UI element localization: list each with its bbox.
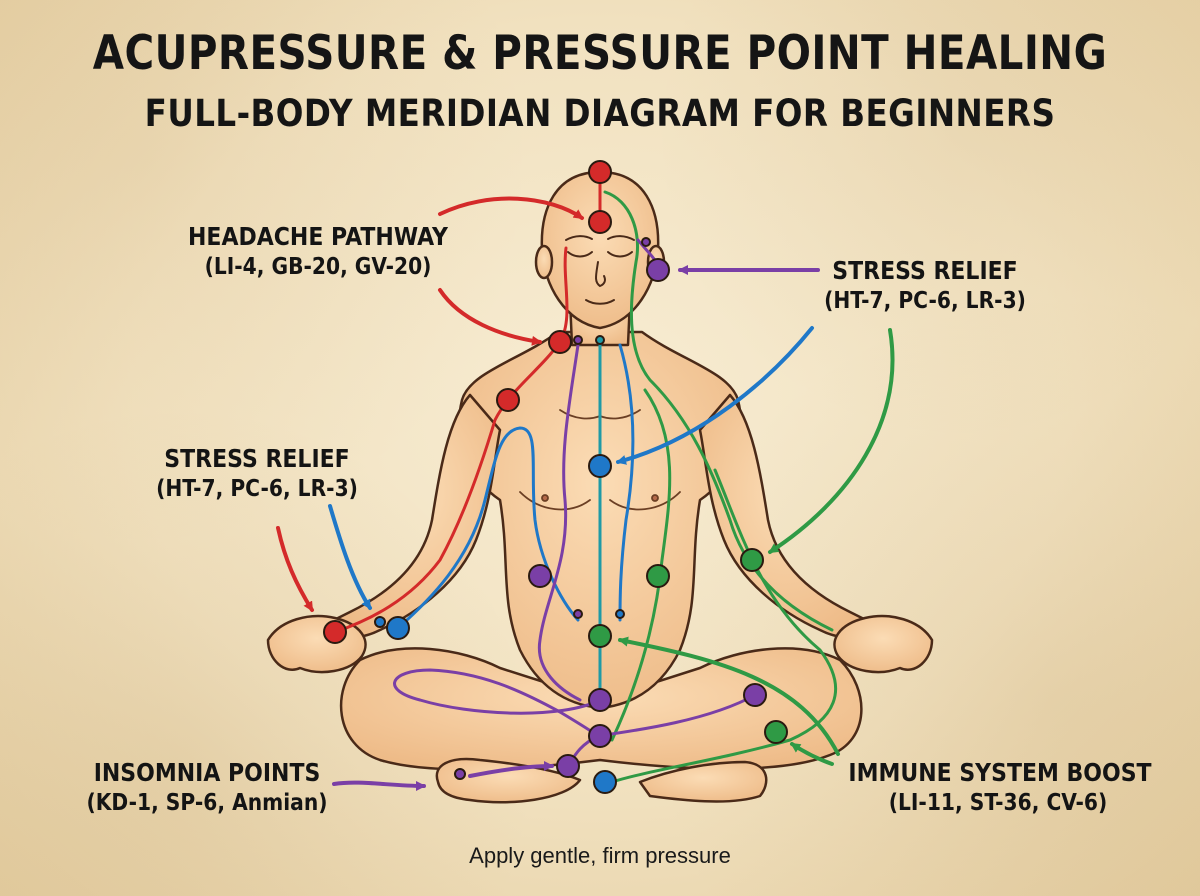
callout-arrows bbox=[276, 196, 895, 791]
point-anmian bbox=[646, 258, 670, 282]
point-shoulder-red bbox=[496, 388, 520, 412]
point-cv17 bbox=[588, 454, 612, 478]
arrow-immune-st36 bbox=[790, 742, 834, 766]
callout-immune-heading: IMMUNE SYSTEM BOOST bbox=[848, 758, 1152, 787]
point-small-2 bbox=[615, 609, 625, 619]
callout-stress-left: STRESS RELIEF (HT-7, PC-6, LR-3) bbox=[122, 444, 392, 503]
callout-headache-heading: HEADACHE PATHWAY bbox=[188, 222, 448, 251]
meridian-blue-2 bbox=[396, 426, 580, 630]
right-foot bbox=[638, 760, 768, 803]
callout-stress-right-points: (HT-7, PC-6, LR-3) bbox=[824, 287, 1026, 314]
arrow-headache-top bbox=[438, 196, 584, 220]
page-title: ACUPRESSURE & PRESSURE POINT HEALING bbox=[92, 26, 1108, 81]
point-gv20 bbox=[588, 160, 612, 184]
point-small-1 bbox=[573, 609, 583, 619]
left-ear bbox=[534, 244, 554, 280]
point-cv4 bbox=[588, 688, 612, 712]
callout-headache-points: (LI-4, GB-20, GV-20) bbox=[204, 253, 432, 280]
point-knee-purple bbox=[743, 683, 767, 707]
arrow-insomnia bbox=[332, 780, 426, 791]
point-sp6-left bbox=[588, 724, 612, 748]
point-yintang bbox=[588, 210, 612, 234]
face-features bbox=[565, 235, 635, 305]
point-abdomen-green bbox=[646, 564, 670, 588]
left-arm bbox=[328, 393, 502, 638]
arrow-headache-neck bbox=[438, 288, 542, 346]
callout-stress-left-heading: STRESS RELIEF bbox=[164, 444, 350, 473]
callout-insomnia: INSOMNIA POINTS (KD-1, SP-6, Anmian) bbox=[62, 758, 352, 817]
point-li4 bbox=[323, 620, 347, 644]
point-abdomen-purple bbox=[528, 564, 552, 588]
arrow-immune-cv6 bbox=[618, 636, 840, 756]
point-lr3 bbox=[593, 770, 617, 794]
callout-insomnia-heading: INSOMNIA POINTS bbox=[93, 758, 321, 787]
callout-stress-right-heading: STRESS RELIEF bbox=[832, 256, 1018, 285]
point-st36 bbox=[764, 720, 788, 744]
callout-stress-right: STRESS RELIEF (HT-7, PC-6, LR-3) bbox=[790, 256, 1060, 315]
point-cv6 bbox=[588, 624, 612, 648]
arrow-stress-left-red bbox=[276, 526, 314, 612]
point-ear bbox=[641, 237, 651, 247]
anatomy-lines bbox=[519, 409, 681, 511]
point-ht7 bbox=[374, 616, 386, 628]
meridian-purple-2 bbox=[393, 668, 602, 738]
meridian-lines bbox=[333, 170, 838, 784]
meridian-purple-1 bbox=[537, 343, 582, 702]
callout-stress-left-points: (HT-7, PC-6, LR-3) bbox=[156, 475, 358, 502]
callout-insomnia-points: (KD-1, SP-6, Anmian) bbox=[86, 789, 328, 816]
page-subtitle: FULL-BODY MERIDIAN DIAGRAM FOR BEGINNERS bbox=[144, 92, 1056, 135]
callout-immune: IMMUNE SYSTEM BOOST (LI-11, ST-36, CV-6) bbox=[828, 758, 1168, 817]
pressure-points bbox=[323, 160, 788, 794]
arrow-stress-right-green bbox=[768, 328, 895, 554]
meridian-green-2 bbox=[610, 388, 672, 742]
footer-note: Apply gentle, firm pressure bbox=[469, 843, 731, 868]
meridian-blue-1 bbox=[618, 343, 635, 622]
point-li11 bbox=[740, 548, 764, 572]
arrow-insomnia-sp6 bbox=[468, 761, 554, 778]
callout-immune-points: (LI-11, ST-36, CV-6) bbox=[888, 789, 1108, 816]
point-neck-1 bbox=[573, 335, 583, 345]
arrow-stress-right-blue bbox=[616, 326, 814, 465]
point-gb20 bbox=[548, 330, 572, 354]
meridian-purple-3 bbox=[566, 693, 757, 768]
arrow-stress-left-blue bbox=[328, 504, 372, 610]
point-kd1 bbox=[454, 768, 466, 780]
callout-headache: HEADACHE PATHWAY (LI-4, GB-20, GV-20) bbox=[168, 222, 468, 281]
point-sp6 bbox=[556, 754, 580, 778]
right-hand bbox=[833, 614, 934, 674]
point-neck-2 bbox=[595, 335, 605, 345]
point-pc6 bbox=[386, 616, 410, 640]
